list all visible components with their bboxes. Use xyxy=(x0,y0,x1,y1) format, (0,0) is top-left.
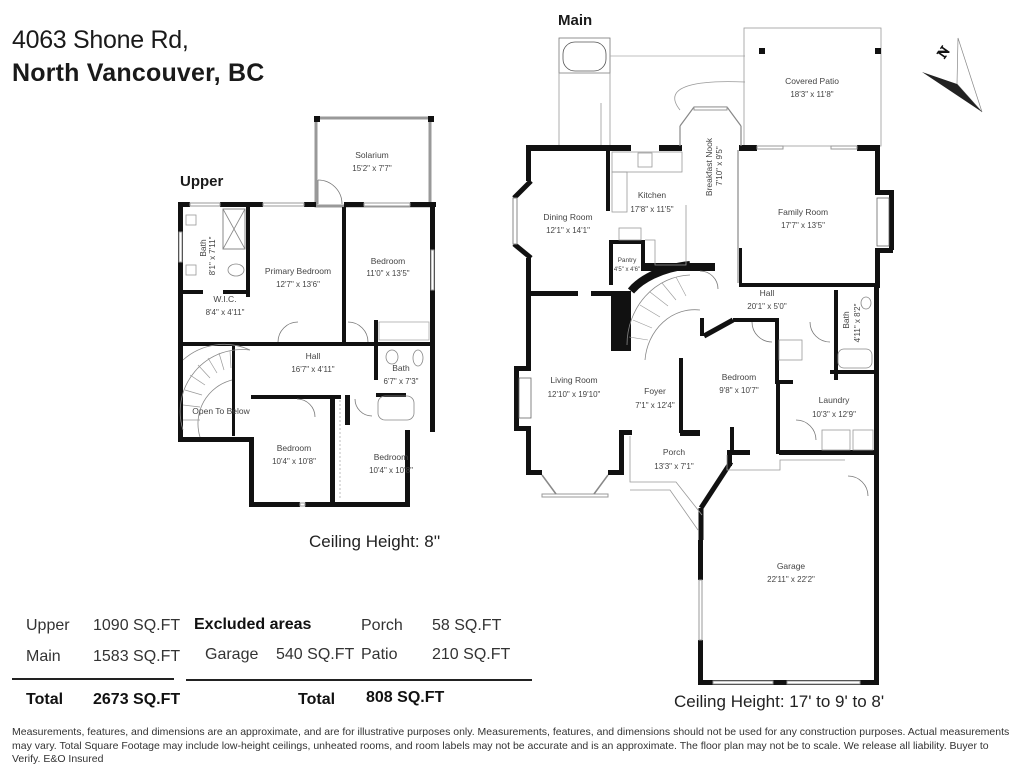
room-label: Open To Below xyxy=(192,406,250,416)
area-label-porch: Porch xyxy=(361,617,403,634)
room-dims: 7'1" x 12'4" xyxy=(635,401,675,410)
room-label: Primary Bedroom xyxy=(265,266,331,276)
room-dims: 12'10" x 19'10" xyxy=(548,390,601,399)
room-label: Foyer xyxy=(644,386,666,396)
total-value: 2673 SQ.FT xyxy=(93,691,181,708)
excluded-total-label: Total xyxy=(298,691,336,708)
room-label: Kitchen xyxy=(638,190,667,200)
upper-room-labels: Solarium 15'2" x 7'7" Bath 8'1" x 7'11" … xyxy=(192,150,418,475)
area-value-garage: 540 SQ.FT xyxy=(276,646,355,663)
room-label: Dining Room xyxy=(543,212,592,222)
room-label: Hall xyxy=(306,351,321,361)
room-label: Solarium xyxy=(355,150,389,160)
room-dims: 17'8" x 11'5" xyxy=(630,205,673,214)
room-label: Family Room xyxy=(778,207,828,217)
room-dims: 15'2" x 7'7" xyxy=(352,164,392,173)
room-dims: 4'5" x 4'6" xyxy=(614,267,640,273)
upper-floor-plan xyxy=(178,116,436,507)
room-label: Bedroom xyxy=(722,372,757,382)
area-label-patio: Patio xyxy=(361,646,398,663)
room-dims: 12'7" x 13'6" xyxy=(276,280,320,289)
room-label: Garage xyxy=(777,561,806,571)
room-label: Bath xyxy=(392,363,410,373)
area-value-upper: 1090 SQ.FT xyxy=(93,617,181,634)
room-dims: 9'8" x 10'7" xyxy=(719,386,759,395)
room-label: Bath xyxy=(841,311,851,329)
divider xyxy=(186,679,532,681)
excluded-areas-title: Excluded areas xyxy=(194,616,312,633)
room-dims: 6'7" x 7'3" xyxy=(384,377,419,386)
north-arrow-icon: N xyxy=(922,37,983,113)
address-line-2: North Vancouver, BC xyxy=(12,59,265,87)
divider xyxy=(12,678,174,680)
area-label-upper: Upper xyxy=(26,617,70,634)
total-label: Total xyxy=(26,691,64,708)
room-dims: 4'11" x 8'2" xyxy=(853,303,862,342)
main-room-labels: Covered Patio 18'3" x 11'8" Breakfast No… xyxy=(543,76,862,584)
room-dims: 7'10" x 9'5" xyxy=(715,146,724,186)
room-dims: 16'7" x 4'11" xyxy=(291,365,334,374)
main-level-title: Main xyxy=(558,12,593,29)
area-label-garage: Garage xyxy=(205,646,259,663)
upper-ceiling-height: Ceiling Height: 8'' xyxy=(309,532,441,551)
room-dims: 18'3" x 11'8" xyxy=(790,90,833,99)
room-dims: 11'0" x 13'5" xyxy=(366,269,409,278)
room-dims: 10'4" x 10'8" xyxy=(272,457,316,466)
room-label: Bedroom xyxy=(277,443,312,453)
area-value-patio: 210 SQ.FT xyxy=(432,646,511,663)
room-label: Laundry xyxy=(819,395,850,405)
room-dims: 8'4" x 4'11" xyxy=(206,308,245,317)
disclaimer-text: Measurements, features, and dimensions a… xyxy=(12,726,1010,765)
room-label: Covered Patio xyxy=(785,76,839,86)
room-dims: 12'1" x 14'1" xyxy=(546,226,590,235)
room-label: Pantry xyxy=(618,257,638,264)
room-dims: 17'7" x 13'5" xyxy=(781,221,825,230)
svg-text:N: N xyxy=(935,44,953,61)
upper-level-title: Upper xyxy=(180,173,224,190)
area-value-main: 1583 SQ.FT xyxy=(93,648,181,665)
room-dims: 8'1" x 7'11" xyxy=(208,236,217,275)
room-label: Breakfast Nook xyxy=(704,137,714,196)
room-label: Living Room xyxy=(550,375,597,385)
area-value-porch: 58 SQ.FT xyxy=(432,617,502,634)
room-dims: 13'3" x 7'1" xyxy=(654,462,694,471)
main-floor-plan: N xyxy=(512,27,983,685)
room-label: Porch xyxy=(663,447,685,457)
area-label-main: Main xyxy=(26,648,61,665)
room-label: Bedroom xyxy=(371,256,406,266)
excluded-total-value: 808 SQ.FT xyxy=(366,689,445,706)
address-line-1: 4063 Shone Rd, xyxy=(12,26,189,54)
main-ceiling-height: Ceiling Height: 17' to 9' to 8' xyxy=(674,692,885,711)
room-dims: 10'3" x 12'9" xyxy=(812,410,856,419)
room-label: Bedroom xyxy=(374,452,409,462)
room-label: W.I.C. xyxy=(213,294,236,304)
room-dims: 20'1" x 5'0" xyxy=(747,302,787,311)
room-label: Bath xyxy=(198,239,208,257)
room-dims: 22'11" x 22'2" xyxy=(767,575,815,584)
room-dims: 10'4" x 10'8" xyxy=(369,466,413,475)
room-label: Hall xyxy=(760,288,775,298)
